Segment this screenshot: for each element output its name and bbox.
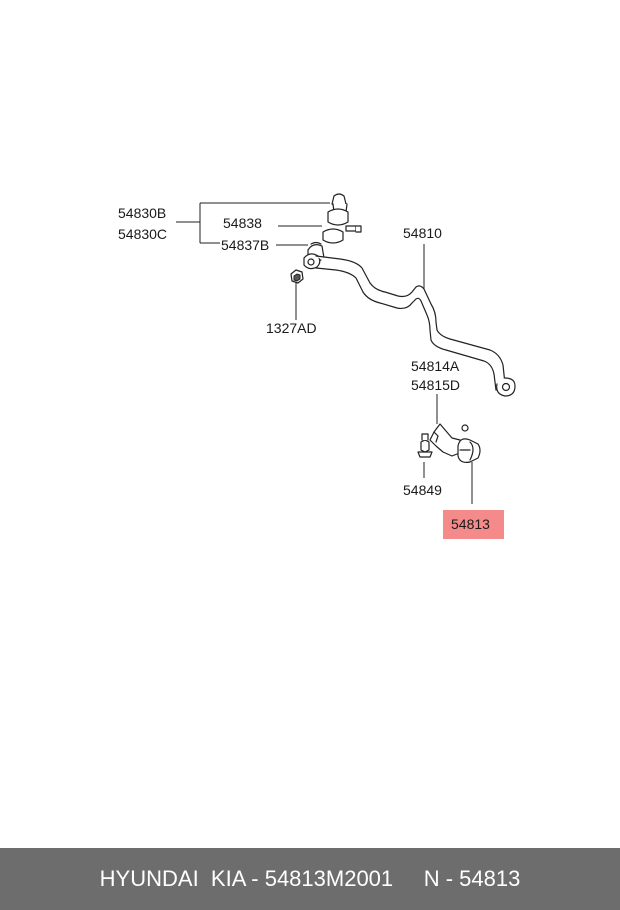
stabilizer-link-part bbox=[322, 193, 362, 244]
label-54830C: 54830C bbox=[118, 226, 167, 242]
bushing-54813-part bbox=[457, 438, 481, 463]
nut-1327AD-part bbox=[290, 269, 304, 284]
footer-text: HYUNDAI KIA - 54813M2001 N - 54813 bbox=[99, 866, 521, 891]
highlight-box bbox=[443, 510, 504, 539]
label-54830B: 54830B bbox=[118, 205, 166, 221]
label-54849: 54849 bbox=[403, 482, 442, 498]
label-54814A: 54814A bbox=[411, 358, 460, 374]
label-54815D: 54815D bbox=[411, 377, 460, 393]
label-54838: 54838 bbox=[223, 215, 262, 231]
highlighted-part-54813[interactable]: 54813 bbox=[443, 510, 504, 539]
label-54813: 54813 bbox=[451, 516, 490, 532]
label-54810: 54810 bbox=[403, 225, 442, 241]
label-1327AD: 1327AD bbox=[266, 320, 317, 336]
bracket-part bbox=[429, 423, 469, 457]
label-54837B: 54837B bbox=[221, 237, 269, 253]
part-number-footer: HYUNDAI KIA - 54813M2001 N - 54813 bbox=[0, 848, 620, 910]
parts-diagram: 54830B 54830C 54838 54837B 1327AD 54810 … bbox=[118, 193, 516, 539]
bolt-54849-part bbox=[417, 433, 433, 458]
stabilizer-bar-part bbox=[303, 253, 516, 397]
leader-54830 bbox=[176, 202, 330, 244]
